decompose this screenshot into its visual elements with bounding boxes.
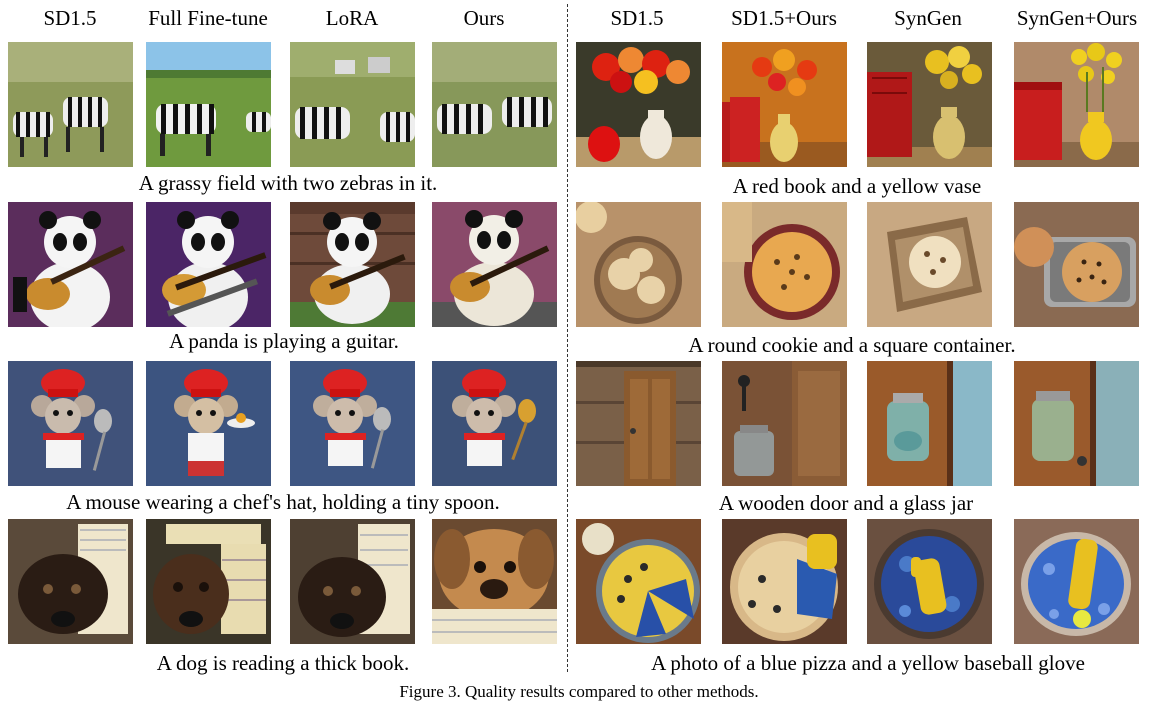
caption-door: A wooden door and a glass jar [718, 491, 974, 515]
figure-caption: Figure 3. Quality results compared to ot… [399, 682, 759, 701]
image-zebra-lora [290, 42, 415, 167]
caption-zebras: A grassy field with two zebras in it. [138, 171, 438, 195]
image-dog-sd15 [8, 519, 133, 644]
caption-pizza: A photo of a blue pizza and a yellow bas… [651, 651, 1085, 675]
image-pizza-sd15-ours [722, 519, 847, 644]
header-left-sd15: SD1.5 [43, 6, 97, 30]
header-right-sd15-ours: SD1.5+Ours [731, 6, 837, 30]
image-zebra-full-finetune [146, 42, 271, 167]
image-mouse-full-finetune [146, 361, 271, 486]
image-dog-lora [290, 519, 415, 644]
image-vase-sd15-ours [722, 42, 847, 167]
image-mouse-ours [432, 361, 557, 486]
header-right-sd15: SD1.5 [610, 6, 664, 30]
image-door-sd15-ours [722, 361, 847, 486]
header-right-syngen-ours: SynGen+Ours [1016, 6, 1138, 30]
image-door-syngen-ours [1014, 361, 1139, 486]
image-pizza-syngen [867, 519, 992, 644]
image-door-sd15 [576, 361, 701, 486]
image-mouse-sd15 [8, 361, 133, 486]
caption-vase: A red book and a yellow vase [732, 174, 982, 198]
image-vase-syngen [867, 42, 992, 167]
header-left-lora: LoRA [325, 6, 379, 30]
image-door-syngen [867, 361, 992, 486]
image-pizza-sd15 [576, 519, 701, 644]
image-dog-ours [432, 519, 557, 644]
image-panda-ours [432, 202, 557, 327]
image-cookie-syngen-ours [1014, 202, 1139, 327]
image-vase-syngen-ours [1014, 42, 1139, 167]
image-panda-sd15 [8, 202, 133, 327]
image-pizza-syngen-ours [1014, 519, 1139, 644]
image-panda-full-finetune [146, 202, 271, 327]
header-left-ours: Ours [463, 6, 505, 30]
image-vase-sd15 [576, 42, 701, 167]
image-zebra-sd15 [8, 42, 133, 167]
image-cookie-sd15 [576, 202, 701, 327]
image-dog-full-finetune [146, 519, 271, 644]
column-divider [567, 4, 568, 672]
caption-panda: A panda is playing a guitar. [169, 329, 399, 353]
caption-mouse: A mouse wearing a chef's hat, holding a … [66, 490, 500, 514]
image-panda-lora [290, 202, 415, 327]
image-mouse-lora [290, 361, 415, 486]
header-right-syngen: SynGen [894, 6, 962, 30]
image-cookie-sd15-ours [722, 202, 847, 327]
caption-cookie: A round cookie and a square container. [688, 333, 1016, 357]
image-zebra-ours [432, 42, 557, 167]
header-left-full-finetune: Full Fine-tune [148, 6, 268, 30]
caption-dog: A dog is reading a thick book. [156, 651, 410, 675]
image-cookie-syngen [867, 202, 992, 327]
